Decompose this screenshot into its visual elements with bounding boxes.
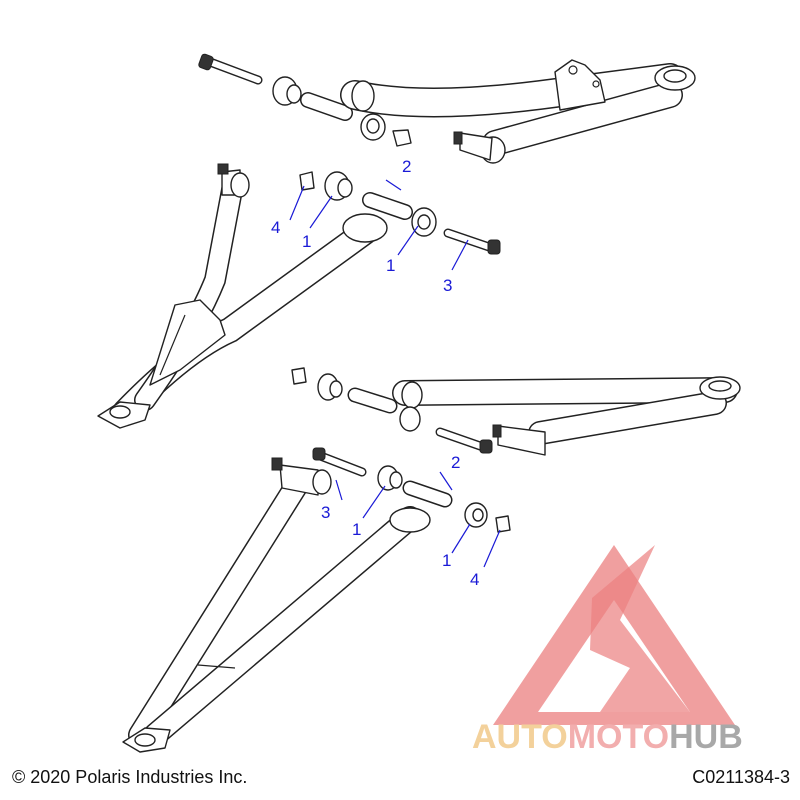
callout-1: 1 bbox=[302, 232, 311, 251]
callout-2: 2 bbox=[402, 157, 411, 176]
assembly-lower-front-arm bbox=[122, 447, 511, 753]
callout-1d: 1 bbox=[442, 551, 451, 570]
callout-3: 3 bbox=[443, 276, 452, 295]
automotohub-logo: AUTOMOTOHUB bbox=[472, 545, 743, 756]
callout-group-upper: 4 1 2 1 3 bbox=[271, 157, 469, 295]
assembly-upper-front-arm bbox=[97, 163, 501, 429]
figure-code: C0211384-3 bbox=[692, 767, 790, 787]
copyright-notice: © 2020 Polaris Industries Inc. bbox=[12, 767, 248, 787]
assembly-upper-rear-arm bbox=[198, 53, 696, 164]
callout-4b: 4 bbox=[470, 570, 479, 589]
callout-group-lower: 3 1 2 1 4 bbox=[321, 453, 501, 589]
callout-1b: 1 bbox=[386, 256, 395, 275]
callout-2b: 2 bbox=[451, 453, 460, 472]
callout-1c: 1 bbox=[352, 520, 361, 539]
logo-text: AUTOMOTOHUB bbox=[472, 718, 743, 756]
callout-4: 4 bbox=[271, 218, 280, 237]
assembly-lower-rear-arm bbox=[291, 367, 741, 456]
callout-3b: 3 bbox=[321, 503, 330, 522]
